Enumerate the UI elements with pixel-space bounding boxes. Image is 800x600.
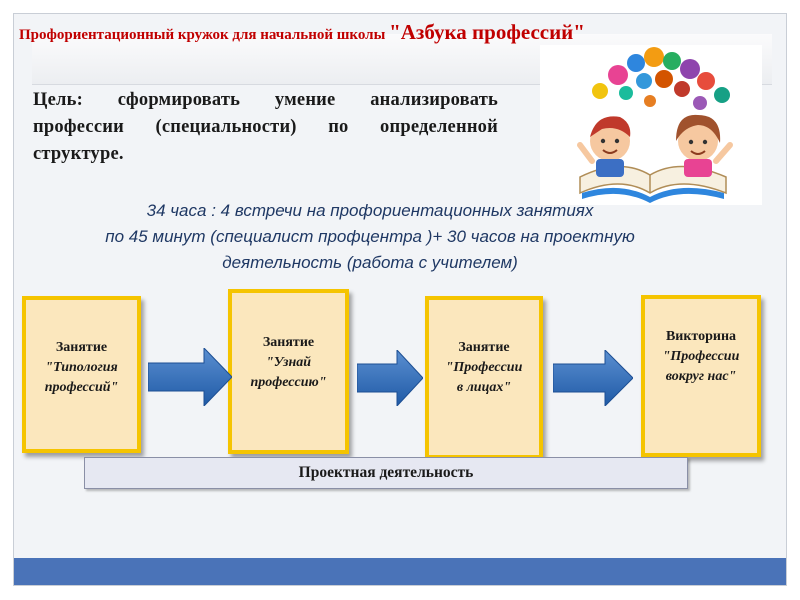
step-name-line-2: профессий" [44,380,119,395]
step-box-know-profession: Занятие "Узнай профессию" [228,289,349,454]
step-box-quiz: Викторина "Профессии вокруг нас" [641,295,761,457]
hours-line-2: по 45 минут (специалист профцентра )+ 30… [105,227,635,246]
step-name-line-2: в лицах" [456,380,512,395]
step-name-line-1: "Типология [45,360,118,375]
project-activity-bar: Проектная деятельность [84,457,688,489]
hours-description: 34 часа : 4 встречи на профориентационны… [25,198,715,276]
title-accent: "Азбука профессий" [389,20,585,44]
children-reading-book-icon [540,45,762,205]
step-name-line-2: вокруг нас" [665,369,737,384]
step-label: Занятие [55,340,108,355]
title-main: Профориентационный кружок для начальной … [19,27,390,43]
step-name-line-1: "Профессии [445,360,523,375]
step-box-professions-in-faces: Занятие "Профессии в лицах" [425,296,543,459]
hours-line-3: деятельность (работа с учителем) [222,253,518,272]
arrow-right-icon [357,350,423,406]
page-title: Профориентационный кружок для начальной … [19,20,585,45]
arrow-right-icon [553,350,633,406]
step-name-line-1: "Профессии [662,349,740,364]
step-label: Викторина [665,329,737,344]
goal-text: Цель: сформировать умение анализировать … [33,90,498,164]
step-label: Занятие [458,340,510,355]
step-label: Занятие [262,335,315,350]
hours-line-1: 34 часа : 4 встречи на профориентационны… [146,201,594,220]
arrow-right-icon [148,348,232,406]
step-name-line-1: "Узнай [265,355,312,370]
step-name-line-2: профессию" [250,375,327,390]
step-box-typology: Занятие "Типология профессий" [22,296,141,453]
footer-bar [14,558,786,585]
